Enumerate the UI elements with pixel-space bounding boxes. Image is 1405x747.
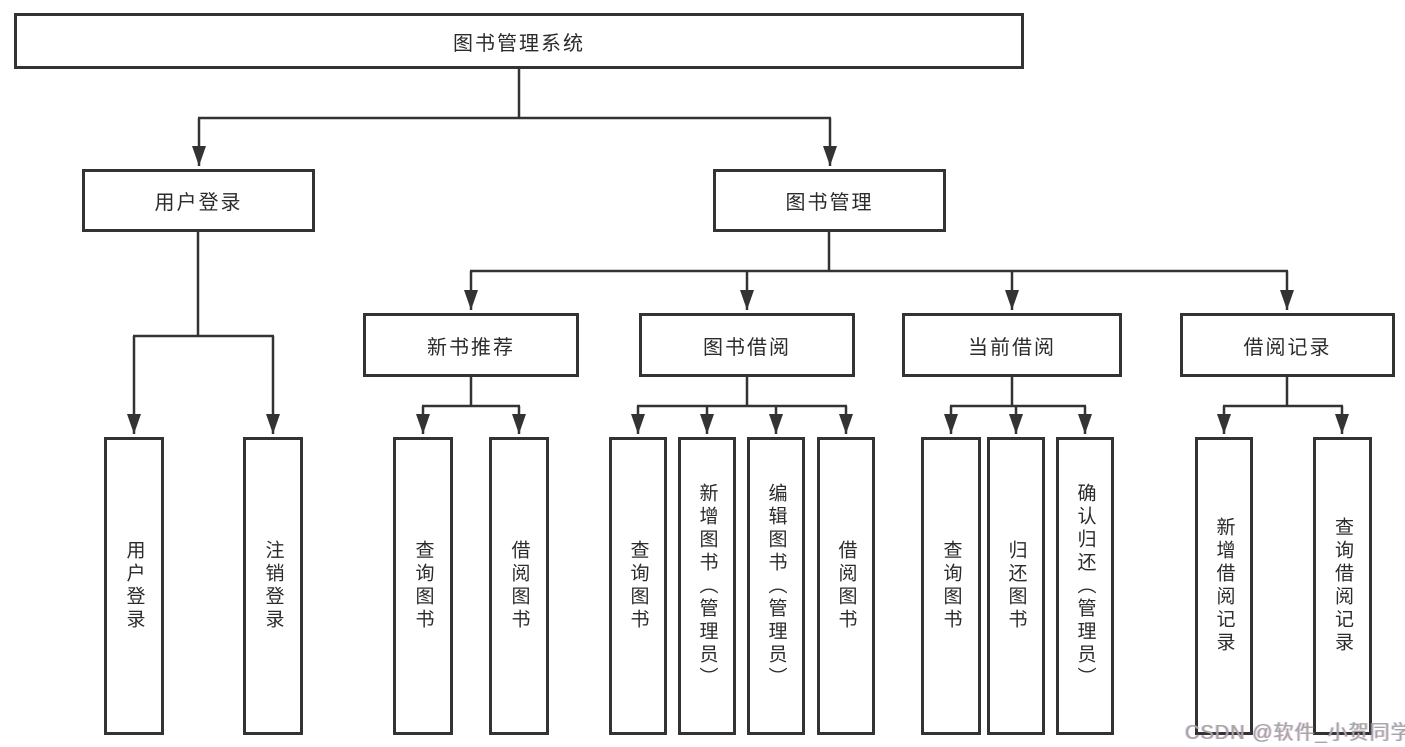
node-book-borrowing: 图书借阅 [639,313,855,377]
node-leaf-add-borrow-record: 新增借阅记录 [1195,437,1253,735]
node-label: 查询图书 [940,540,962,632]
node-label: 图书管理系统 [453,32,585,55]
node-label: 查询图书 [627,540,649,632]
node-label: 借阅图书 [835,540,857,632]
watermark: CSDN @软件_小贺同学 [1185,722,1405,744]
node-current-borrowing: 当前借阅 [902,313,1122,377]
node-root: 图书管理系统 [14,13,1024,69]
node-label: 查询借阅记录 [1332,517,1353,655]
node-label: 新书推荐 [427,336,515,359]
node-leaf-borrow-books: 借阅图书 [817,437,875,735]
node-label: 查询图书 [412,540,434,632]
node-label: 当前借阅 [968,336,1056,359]
node-leaf-logout: 注销登录 [243,437,303,735]
node-borrowing-records: 借阅记录 [1180,313,1395,377]
node-user-login: 用户登录 [82,169,315,232]
node-label: 归还图书 [1005,540,1027,632]
node-leaf-query-books-recommend: 查询图书 [393,437,453,735]
node-leaf-add-books-admin: 新增图书（管理员） [678,437,736,735]
node-book-management: 图书管理 [713,169,946,232]
node-leaf-query-borrow-record: 查询借阅记录 [1313,437,1372,735]
node-label: 借阅图书 [508,540,530,632]
node-leaf-return-books: 归还图书 [987,437,1045,735]
node-label: 图书借阅 [703,336,791,359]
node-label: 用户登录 [123,540,145,632]
node-leaf-confirm-return-admin: 确认归还（管理员） [1056,437,1114,735]
node-leaf-query-books-borrowing: 查询图书 [609,437,667,735]
node-label: 借阅记录 [1243,336,1332,359]
node-leaf-borrow-books-recommend: 借阅图书 [489,437,549,735]
node-label: 用户登录 [154,192,243,214]
node-label: 新增借阅记录 [1213,517,1235,655]
node-leaf-query-books-current: 查询图书 [921,437,981,735]
node-new-book-recommend: 新书推荐 [363,313,579,377]
node-label: 新增图书（管理员） [696,482,718,690]
node-label: 注销登录 [262,540,284,632]
node-leaf-edit-books-admin: 编辑图书（管理员） [747,437,805,735]
node-label: 编辑图书（管理员） [765,482,787,690]
node-label: 确认归还（管理员） [1074,482,1096,690]
node-label: 图书管理 [785,192,874,214]
node-leaf-user-login: 用户登录 [104,437,164,735]
